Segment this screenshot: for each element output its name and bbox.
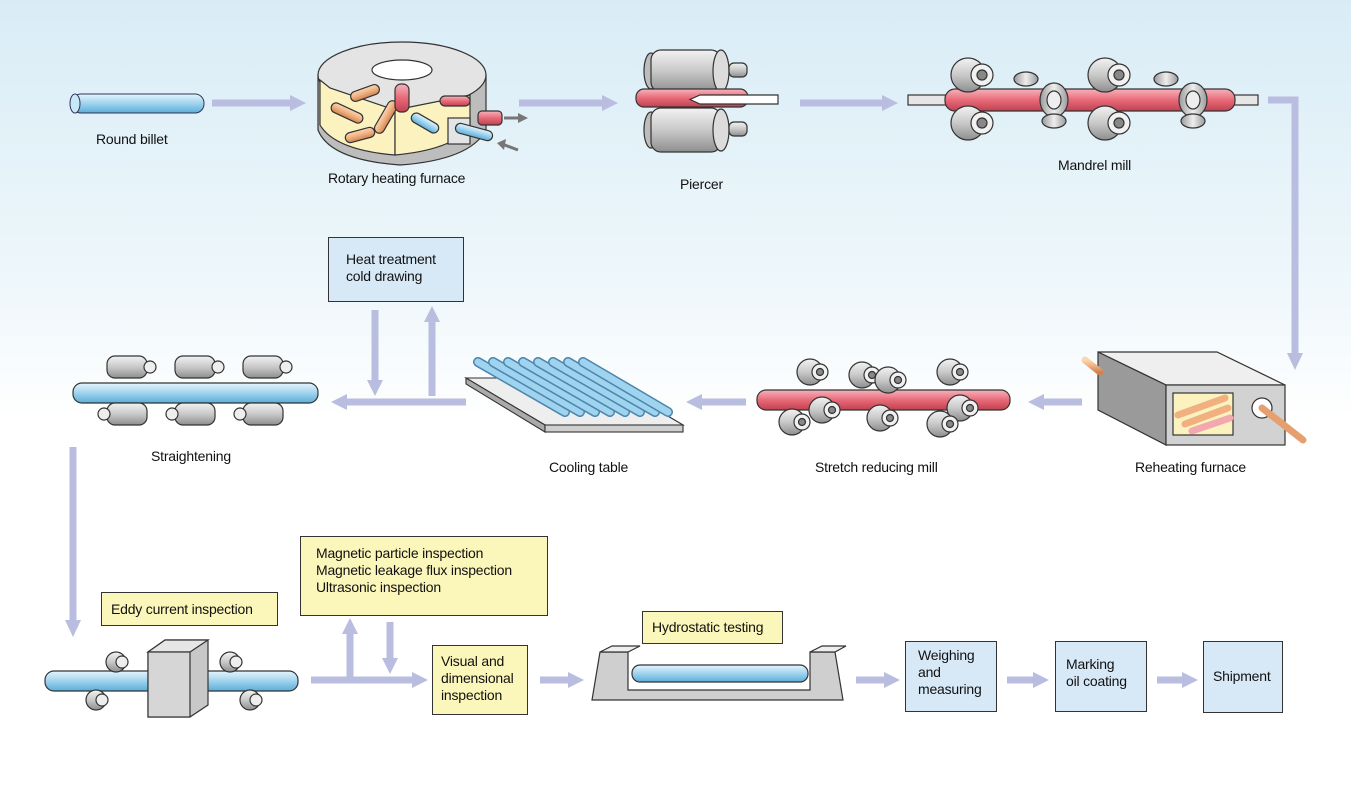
- mandrel-roll-stand-3: [1087, 57, 1131, 141]
- hydrostatic-testing-box: Hydrostatic testing: [642, 611, 783, 644]
- magnetic-inspection-box: Magnetic particle inspection Magnetic le…: [300, 536, 548, 616]
- eddy-current-label: Eddy current inspection: [111, 601, 253, 617]
- label-rotary-heating-furnace: Rotary heating furnace: [328, 170, 466, 186]
- label-straightening: Straightening: [151, 448, 231, 464]
- visual-line-2: dimensional: [441, 670, 514, 686]
- straightening-rolls-top: [106, 355, 293, 379]
- cooling-table-illustration: [463, 357, 686, 433]
- weighing-line-2: and: [918, 664, 941, 680]
- heat-treatment-line-2: cold drawing: [346, 268, 423, 284]
- srm-roll-top: [796, 358, 969, 394]
- straightening-rolls-bottom: [97, 402, 284, 426]
- srm-roll-middle: [808, 394, 979, 424]
- mandrel-mill-illustration: [907, 57, 1259, 141]
- visual-inspection-box: Visual and dimensional inspection: [432, 645, 528, 715]
- srm-roll-bottom: [778, 404, 959, 438]
- magnetic-line-2: Magnetic leakage flux inspection: [316, 562, 512, 578]
- label-stretch-reducing-mill: Stretch reducing mill: [815, 459, 938, 475]
- weighing-line-3: measuring: [918, 681, 982, 697]
- stretch-reducing-mill-illustration: [756, 358, 1011, 438]
- heat-treatment-box: Heat treatment cold drawing: [328, 237, 464, 302]
- arrow-mandrel-to-reheating: [1268, 96, 1299, 355]
- visual-line-1: Visual and: [441, 653, 505, 669]
- rotary-heating-furnace-illustration: [317, 41, 528, 166]
- eddy-current-illustration: [44, 639, 299, 718]
- hydrostatic-label: Hydrostatic testing: [652, 619, 764, 635]
- shipment-box: Shipment: [1203, 641, 1283, 713]
- mandrel-roll-stand-2: [1013, 71, 1069, 129]
- straightening-illustration: [72, 355, 319, 426]
- visual-line-3: inspection: [441, 687, 503, 703]
- weighing-box: Weighing and measuring: [905, 641, 997, 712]
- marking-line-1: Marking: [1066, 656, 1115, 672]
- weighing-line-1: Weighing: [918, 647, 975, 663]
- flow-arrows: [65, 95, 1303, 688]
- label-reheating-furnace: Reheating furnace: [1135, 459, 1247, 475]
- mandrel-roll-stand-1: [950, 57, 994, 141]
- magnetic-line-1: Magnetic particle inspection: [316, 545, 484, 561]
- label-piercer: Piercer: [680, 176, 723, 192]
- marking-line-2: oil coating: [1066, 673, 1127, 689]
- marking-box: Marking oil coating: [1055, 641, 1147, 712]
- heat-treatment-line-1: Heat treatment: [346, 251, 436, 267]
- mandrel-roll-stand-4: [1153, 71, 1208, 129]
- piercer-illustration: [635, 49, 779, 153]
- round-billet-illustration: [69, 93, 205, 114]
- label-round-billet: Round billet: [96, 131, 168, 147]
- shipment-label: Shipment: [1213, 668, 1271, 684]
- label-cooling-table: Cooling table: [549, 459, 629, 475]
- hydrostatic-testing-illustration: [591, 645, 847, 701]
- reheating-furnace-illustration: [1081, 351, 1307, 446]
- label-mandrel-mill: Mandrel mill: [1058, 157, 1132, 173]
- eddy-current-box: Eddy current inspection: [101, 592, 278, 626]
- magnetic-line-3: Ultrasonic inspection: [316, 579, 441, 595]
